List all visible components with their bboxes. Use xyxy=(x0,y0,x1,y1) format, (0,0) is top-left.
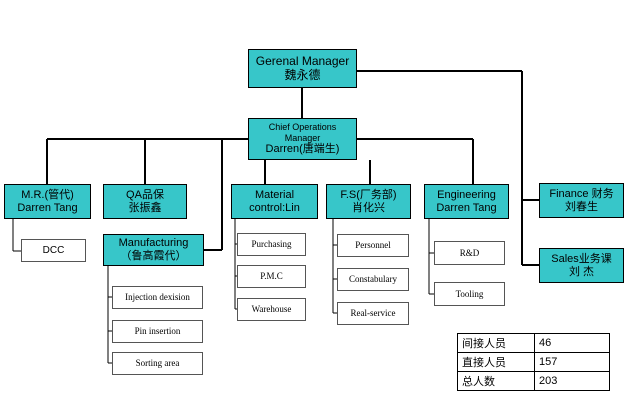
manufacturing-box: Manufacturing （鲁高霞代） xyxy=(103,234,204,266)
purchasing-box: Purchasing xyxy=(237,233,306,256)
rd-label: R&D xyxy=(459,247,480,258)
sorting-area-label: Sorting area xyxy=(135,358,180,369)
pin-insertion-box: Pin insertion xyxy=(112,320,203,343)
injection-label: Injection dexision xyxy=(125,292,190,303)
headcount-label: 间接人员 xyxy=(457,333,535,353)
rd-box: R&D xyxy=(434,241,505,265)
mr-box: M.R.(管代) Darren Tang xyxy=(4,184,91,219)
tooling-box: Tooling xyxy=(434,282,505,306)
sales-name: 刘 杰 xyxy=(568,265,595,278)
general-manager-title: Gerenal Manager xyxy=(255,53,350,68)
sales-box: Sales业务课 刘 杰 xyxy=(539,248,624,283)
tooling-label: Tooling xyxy=(455,288,484,299)
sales-title: Sales业务课 xyxy=(551,252,612,265)
mr-title: M.R.(管代) xyxy=(21,188,74,201)
engineering-title: Engineering xyxy=(437,188,496,201)
injection-box: Injection dexision xyxy=(112,286,203,309)
coo-name: Darren(唐端生) xyxy=(265,143,340,156)
dcc-label: DCC xyxy=(42,244,65,256)
fs-name: 肖化兴 xyxy=(352,201,385,214)
material-control-box: Material control:Lin xyxy=(231,184,318,219)
personnel-label: Personnel xyxy=(355,240,391,251)
general-manager-box: Gerenal Manager 魏永德 xyxy=(248,49,357,88)
coo-box: Chief Operations Manager Darren(唐端生) xyxy=(248,118,357,160)
coo-title-line1: Chief Operations xyxy=(268,122,337,133)
personnel-box: Personnel xyxy=(337,234,409,257)
finance-name: 刘春生 xyxy=(565,200,598,213)
headcount-value: 46 xyxy=(534,333,610,353)
engineering-name: Darren Tang xyxy=(436,201,497,214)
warehouse-box: Warehouse xyxy=(237,298,306,321)
material-control-title: Material xyxy=(254,188,295,201)
sorting-area-box: Sorting area xyxy=(112,352,203,375)
fs-box: F.S(厂务部) 肖化兴 xyxy=(326,184,411,219)
headcount-label: 总人数 xyxy=(457,371,535,391)
headcount-value: 157 xyxy=(534,352,610,372)
constabulary-box: Constabulary xyxy=(337,268,409,291)
fs-title: F.S(厂务部) xyxy=(340,188,397,201)
headcount-label: 直接人员 xyxy=(457,352,535,372)
real-service-box: Real-service xyxy=(337,302,409,325)
mr-name: Darren Tang xyxy=(17,201,78,214)
table-row: 间接人员 46 xyxy=(457,333,610,353)
table-row: 总人数 203 xyxy=(457,371,610,391)
constabulary-label: Constabulary xyxy=(349,274,397,285)
manufacturing-title: Manufacturing xyxy=(118,237,189,250)
purchasing-label: Purchasing xyxy=(251,239,292,250)
finance-box: Finance 财务 刘春生 xyxy=(539,183,624,218)
general-manager-name: 魏永德 xyxy=(284,67,321,82)
table-row: 直接人员 157 xyxy=(457,352,610,372)
engineering-box: Engineering Darren Tang xyxy=(424,184,509,219)
finance-title: Finance 财务 xyxy=(549,187,614,200)
manufacturing-name: （鲁高霞代） xyxy=(120,250,187,262)
dcc-box: DCC xyxy=(21,239,86,262)
qa-title: QA品保 xyxy=(126,188,164,201)
pmc-box: P.M.C xyxy=(237,265,306,288)
pmc-label: P.M.C xyxy=(260,271,283,282)
warehouse-label: Warehouse xyxy=(251,304,292,315)
headcount-value: 203 xyxy=(534,371,610,391)
material-control-name: control:Lin xyxy=(249,201,300,214)
pin-insertion-label: Pin insertion xyxy=(134,326,181,337)
real-service-label: Real-service xyxy=(350,308,396,319)
qa-name: 张振鑫 xyxy=(128,201,162,214)
qa-box: QA品保 张振鑫 xyxy=(103,184,187,219)
coo-title-line2: Manager xyxy=(284,132,321,143)
headcount-table: 间接人员 46 直接人员 157 总人数 203 xyxy=(457,333,610,391)
